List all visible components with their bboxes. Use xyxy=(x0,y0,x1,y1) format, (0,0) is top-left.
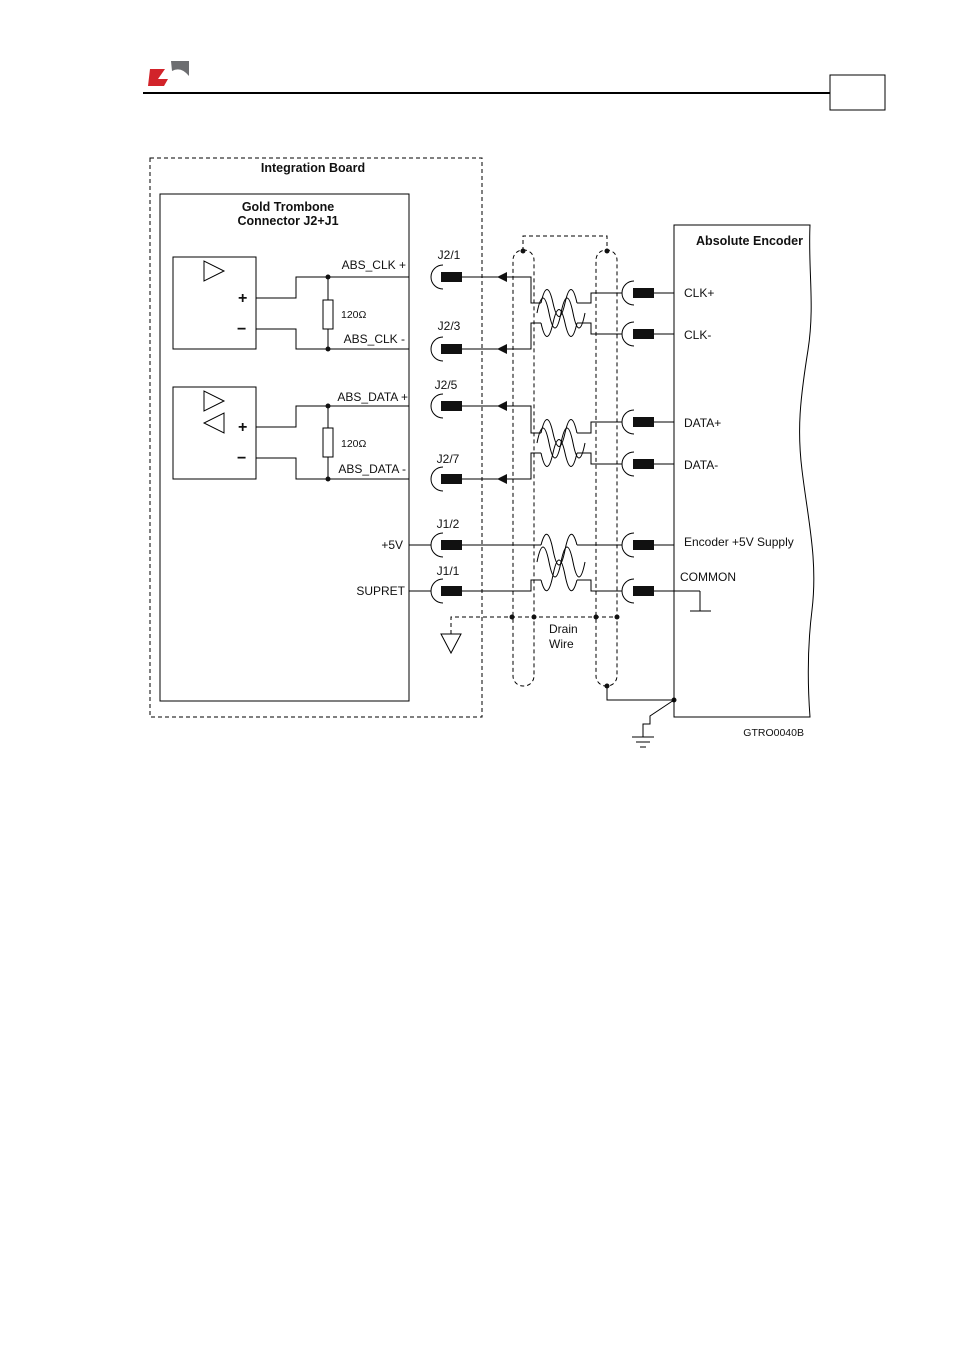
pin-j2-5 xyxy=(431,394,462,418)
encoder-pin-data-minus xyxy=(622,452,674,476)
chassis-ground-icon xyxy=(632,737,654,747)
connector-title-line2: Connector J2+J1 xyxy=(237,214,338,228)
encoder-signal-clk-plus: CLK+ xyxy=(684,286,714,300)
signal-supret: SUPRET xyxy=(356,584,405,598)
triangle-buffer-icon xyxy=(204,391,224,411)
pin-label-j2-1: J2/1 xyxy=(438,248,461,262)
logo-icon xyxy=(148,61,189,86)
ground-icon xyxy=(441,634,461,653)
pin-label-j2-5: J2/5 xyxy=(435,378,458,392)
data-resistor-value: 120Ω xyxy=(341,438,367,450)
encoder-signal-data-plus: DATA+ xyxy=(684,416,721,430)
triangle-buffer-icon xyxy=(204,261,224,281)
encoder-pin-data-plus xyxy=(622,410,674,434)
encoder-signal-common: COMMON xyxy=(680,570,736,584)
arrow-data-plus xyxy=(497,401,507,411)
pin-j1-2 xyxy=(431,533,462,557)
signal-abs-clk-minus: ABS_CLK - xyxy=(344,332,405,346)
encoder-pin-clk-plus xyxy=(622,281,674,305)
pin-j1-1 xyxy=(431,579,462,603)
encoder-pin-clk-minus xyxy=(622,322,674,346)
data-receiver-minus: − xyxy=(237,450,246,467)
twisted-pair-power xyxy=(537,534,585,590)
clk-termination-resistor xyxy=(323,300,333,329)
clk-resistor-value: 120Ω xyxy=(341,309,367,321)
integration-board-outline xyxy=(150,158,482,717)
pin-label-j1-2: J1/2 xyxy=(437,517,460,531)
encoder-signal-data-minus: DATA- xyxy=(684,458,718,472)
clk-receiver-minus: − xyxy=(237,321,246,338)
pin-j2-7 xyxy=(431,467,462,491)
encoder-signal-supply: Encoder +5V Supply xyxy=(684,535,794,549)
triangle-buffer-icon xyxy=(204,413,224,433)
cable-shield-right xyxy=(596,250,617,686)
twisted-pair-data xyxy=(537,420,585,467)
figure-id: GTRO0040B xyxy=(743,727,804,739)
twisted-pair-clk xyxy=(537,290,585,337)
data-termination-resistor xyxy=(323,428,333,457)
data-receiver-plus: + xyxy=(238,419,247,436)
signal-abs-clk-plus: ABS_CLK + xyxy=(342,258,406,272)
pin-label-j1-1: J1/1 xyxy=(437,564,460,578)
encoder-signal-clk-minus: CLK- xyxy=(684,328,711,342)
pin-j2-3 xyxy=(431,337,462,361)
arrow-clk-plus xyxy=(497,272,507,282)
drain-wire-label-line2: Wire xyxy=(549,637,574,651)
clk-receiver-plus: + xyxy=(238,290,247,307)
encoder-label: Absolute Encoder xyxy=(696,234,803,248)
encoder-pin-supply xyxy=(622,533,674,557)
signal-abs-data-minus: ABS_DATA - xyxy=(338,462,406,476)
drain-wire-label-line1: Drain xyxy=(549,622,578,636)
integration-board-label: Integration Board xyxy=(261,161,365,175)
pin-label-j2-3: J2/3 xyxy=(438,319,461,333)
page-number-box xyxy=(830,75,885,110)
signal-abs-data-plus: ABS_DATA + xyxy=(337,390,408,404)
pin-j2-1 xyxy=(431,265,462,289)
connector-title-line1: Gold Trombone xyxy=(242,200,334,214)
signal-plus-5v: +5V xyxy=(381,538,403,552)
common-ground-icon xyxy=(690,591,711,611)
arrow-clk-minus xyxy=(497,344,507,354)
pin-label-j2-7: J2/7 xyxy=(437,452,460,466)
arrow-data-minus xyxy=(497,474,507,484)
